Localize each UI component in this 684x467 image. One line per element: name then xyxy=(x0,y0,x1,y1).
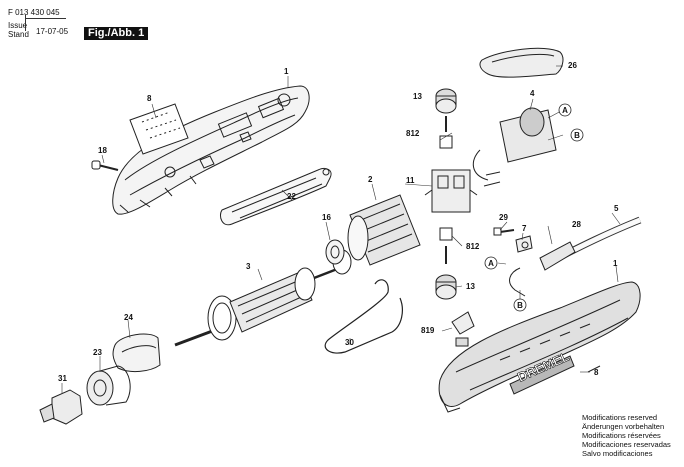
part-8-bottom: 8 xyxy=(594,368,599,377)
part-16: 16 xyxy=(322,213,331,222)
main-housing xyxy=(438,281,641,413)
part-26: 26 xyxy=(568,61,577,70)
carbon-brush-top xyxy=(435,88,457,149)
modification-notes: Modifications reserved Änderungen vorbeh… xyxy=(582,413,671,458)
carbon-brush-bottom xyxy=(435,227,457,300)
electronic-module xyxy=(472,107,557,187)
wire-hanger xyxy=(324,279,403,354)
part-18: 18 xyxy=(98,146,107,155)
part-28: 28 xyxy=(572,220,581,229)
part-7: 7 xyxy=(522,224,527,233)
wrench-cap xyxy=(112,333,161,373)
label-sticker-bottom xyxy=(587,365,601,373)
header-divider-horizontal xyxy=(26,18,66,19)
figure-label: Fig./Abb. 1 xyxy=(84,27,149,40)
callout-letters: A B A B xyxy=(488,106,580,310)
part-3: 3 xyxy=(246,262,251,271)
note-es: Modificaciones reservadas xyxy=(582,440,671,449)
callout-b-1: B xyxy=(574,131,580,140)
housing-half xyxy=(112,85,310,215)
part-13-bottom: 13 xyxy=(466,282,475,291)
part-1-top: 1 xyxy=(284,67,289,76)
part-13-top: 13 xyxy=(413,92,422,101)
part-4: 4 xyxy=(530,89,535,98)
keyless-chuck xyxy=(39,389,83,425)
callout-a-2: A xyxy=(488,259,494,268)
part-29: 29 xyxy=(499,213,508,222)
issue-stand-labels: Issue Stand xyxy=(8,21,32,39)
callout-b-2: B xyxy=(517,301,523,310)
label-sticker xyxy=(129,103,189,155)
part-30: 30 xyxy=(345,338,354,347)
part-2: 2 xyxy=(368,175,373,184)
part-31: 31 xyxy=(58,374,67,383)
power-cord xyxy=(509,216,642,297)
part-number-labels: 1 1 2 3 4 5 7 8 8 11 13 13 16 18 22 23 2… xyxy=(58,61,619,383)
part-1-right: 1 xyxy=(613,259,618,268)
part-812-bottom: 812 xyxy=(466,242,480,251)
bearing xyxy=(325,239,345,265)
part-11: 11 xyxy=(406,176,415,185)
switch-clip xyxy=(493,227,533,253)
note-es-alt: Salvo modificaciones xyxy=(582,449,653,458)
note-en: Modifications reserved xyxy=(582,413,658,422)
switch-slider xyxy=(219,167,332,226)
field-stator xyxy=(347,194,421,266)
part-22: 22 xyxy=(287,192,296,201)
part-5: 5 xyxy=(614,204,619,213)
armature xyxy=(174,249,352,347)
part-812-top: 812 xyxy=(406,129,420,138)
leader-lines xyxy=(61,65,621,394)
note-de: Änderungen vorbehalten xyxy=(582,422,665,431)
speed-knob xyxy=(451,311,475,347)
callout-circles xyxy=(484,103,584,312)
brush-holder xyxy=(424,169,478,213)
part-23: 23 xyxy=(93,348,102,357)
issue-date: 17-07-05 xyxy=(36,27,69,36)
screw xyxy=(91,160,119,171)
part-8-top: 8 xyxy=(147,94,152,103)
header-divider-vertical xyxy=(25,15,26,31)
part-24: 24 xyxy=(124,313,133,322)
part-819: 819 xyxy=(421,326,435,335)
stand-label: Stand xyxy=(8,30,29,39)
note-fr: Modifications réservées xyxy=(582,431,661,440)
issue-label: Issue xyxy=(8,21,28,30)
collet-nut xyxy=(86,365,131,406)
document-number: F 013 430 045 xyxy=(8,8,60,17)
top-cover xyxy=(479,47,564,78)
callout-a-1: A xyxy=(562,106,568,115)
